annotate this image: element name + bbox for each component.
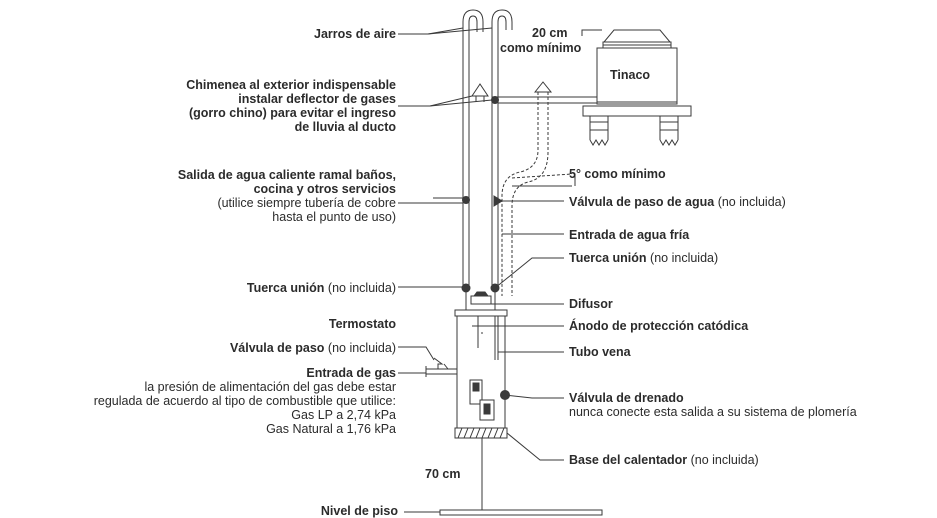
slope-indicator (511, 173, 573, 187)
salida-line-3: (utilice siempre tubería de cobre (217, 196, 396, 210)
valvula-agua-note: (no incluida) (717, 195, 786, 209)
label-termostato: Termostato (328, 317, 396, 331)
gas-line-1: la presión de alimentación del gas debe … (144, 380, 396, 394)
floor-level (439, 509, 603, 516)
dimension-20cm (581, 29, 602, 36)
tuerca-right-title: Tuerca unión (569, 251, 647, 265)
label-entrada-gas: Entrada de gas la presión de alimentació… (94, 366, 396, 436)
label-anodo: Ánodo de protección catódica (569, 319, 749, 333)
label-tuerca-union-right: Tuerca unión (no incluida) (569, 251, 718, 265)
hot-water-branch (433, 196, 470, 204)
chimenea-line-3: (gorro chino) para evitar el ingreso (189, 106, 396, 120)
label-base-calentador: Base del calentador (no incluida) (569, 453, 759, 467)
diffuser (465, 291, 496, 310)
valvula-paso-title: Válvula de paso (229, 341, 325, 355)
label-valvula-paso-agua: Válvula de paso de agua (no incluida) (569, 195, 786, 209)
union-nut-left (461, 283, 471, 293)
label-jarros-de-aire: Jarros de aire (314, 27, 396, 41)
air-vent-pipes (462, 9, 513, 290)
label-20cm: 20 cm (532, 26, 568, 40)
chimney-left (471, 83, 489, 102)
label-5-grados: 5° como mínimo (569, 167, 666, 181)
gas-line-3: Gas LP a 2,74 kPa (291, 408, 396, 422)
tuerca-left-title: Tuerca unión (246, 281, 325, 295)
label-tuerca-union-left: Tuerca unión (no incluida) (247, 281, 396, 295)
gas-valve (425, 357, 457, 377)
chimenea-line-4: de lluvia al ducto (294, 120, 396, 134)
chimney-right (501, 81, 553, 296)
salida-line-4: hasta el punto de uso) (272, 210, 396, 224)
heater-base (454, 427, 508, 512)
label-como-minimo: como mínimo (500, 41, 582, 55)
salida-line-1: Salida de agua caliente ramal baños, (177, 168, 396, 182)
gas-line-4: Gas Natural a 1,76 kPa (266, 422, 396, 436)
label-chimenea: Chimenea al exterior indispensable insta… (186, 78, 396, 134)
tuerca-right-note: (no incluida) (650, 251, 719, 265)
base-note: (no incluida) (690, 453, 759, 467)
label-entrada-agua-fria: Entrada de agua fría (569, 228, 690, 242)
label-70cm: 70 cm (425, 467, 461, 481)
label-tinaco: Tinaco (610, 68, 651, 82)
label-nivel-piso: Nivel de piso (320, 504, 398, 518)
tinaco-tank (582, 29, 692, 146)
valvula-agua-title: Válvula de paso de agua (569, 195, 715, 209)
gas-line-2: regulada de acuerdo al tipo de combustib… (93, 394, 396, 408)
label-valvula-drenado: Válvula de drenado (569, 391, 684, 405)
label-difusor: Difusor (569, 297, 613, 311)
label-valvula-paso: Válvula de paso (no incluida) (230, 341, 396, 355)
leader-lines (398, 27, 576, 513)
chimenea-line-2: instalar deflector de gases (238, 92, 396, 106)
label-tubo-vena: Tubo vena (569, 345, 631, 359)
chimenea-line-1: Chimenea al exterior indispensable (186, 78, 396, 92)
label-salida-agua-caliente: Salida de agua caliente ramal baños, coc… (178, 168, 396, 224)
heater-tank (454, 309, 510, 429)
valvula-paso-note: (no incluida) (327, 341, 396, 355)
tuerca-left-note: (no incluida) (327, 281, 396, 295)
gas-title: Entrada de gas (306, 366, 396, 380)
cold-water-valve (493, 195, 508, 207)
salida-line-2: cocina y otros servicios (253, 182, 396, 196)
base-title: Base del calentador (569, 453, 688, 467)
label-drenado-note: nunca conecte esta salida a su sistema d… (569, 405, 857, 419)
